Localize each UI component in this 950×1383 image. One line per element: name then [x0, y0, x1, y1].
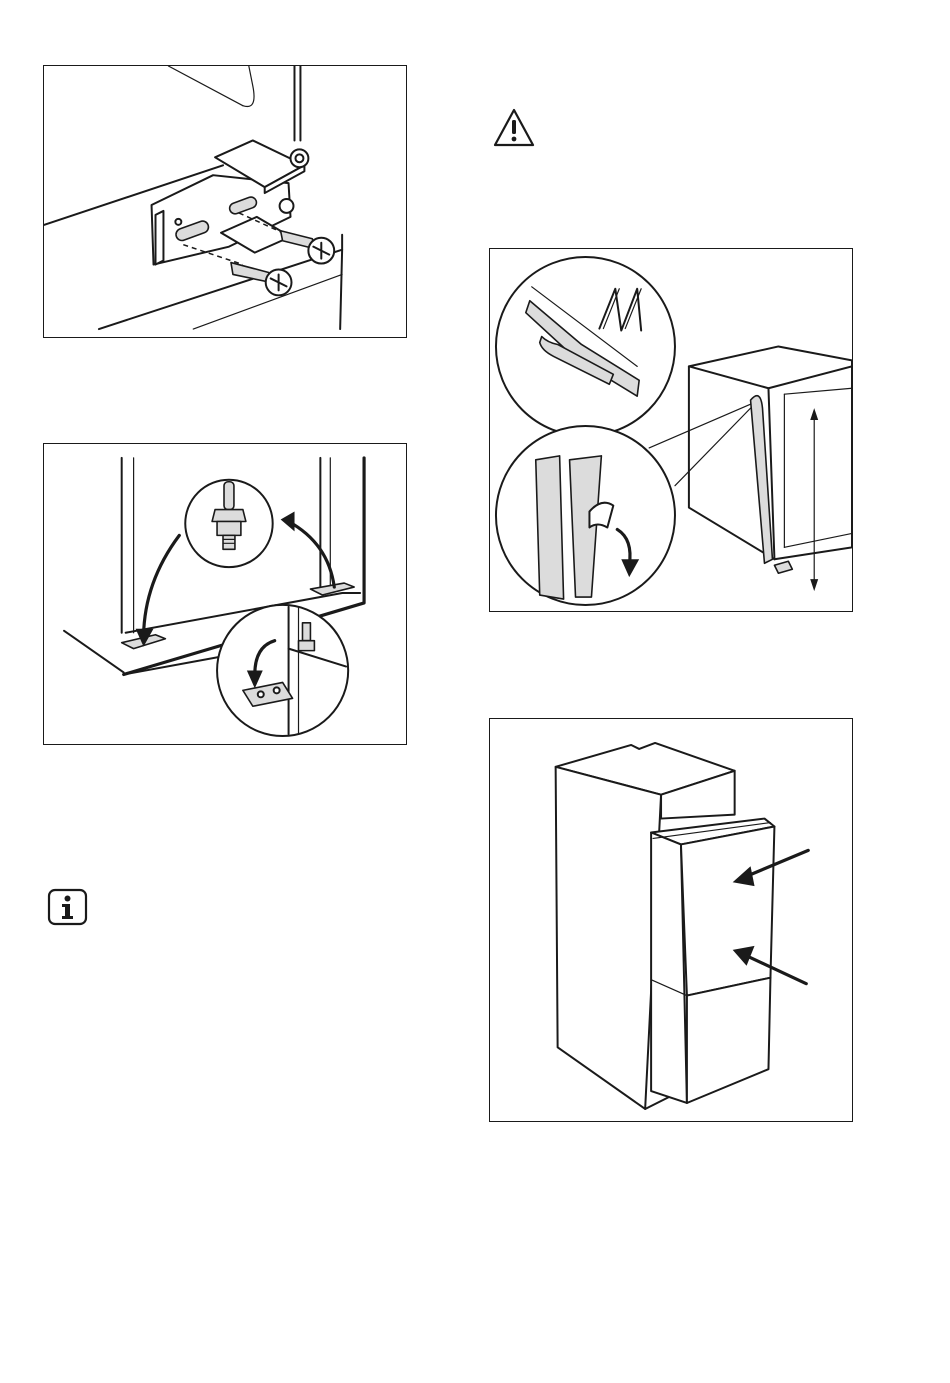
sealing-strip-application-illustration — [490, 249, 852, 611]
seal-strip-figure — [489, 248, 853, 612]
hinge-screw-figure — [43, 65, 407, 338]
push-into-niche-figure — [489, 718, 853, 1122]
warning-triangle-icon — [492, 107, 536, 149]
push-appliance-into-niche-illustration — [490, 719, 852, 1121]
information-icon — [47, 888, 88, 926]
bottom-feet-relocation-illustration — [44, 444, 406, 744]
hinge-bracket-screws-illustration — [44, 66, 406, 337]
door-stop-feet-figure — [43, 443, 407, 745]
